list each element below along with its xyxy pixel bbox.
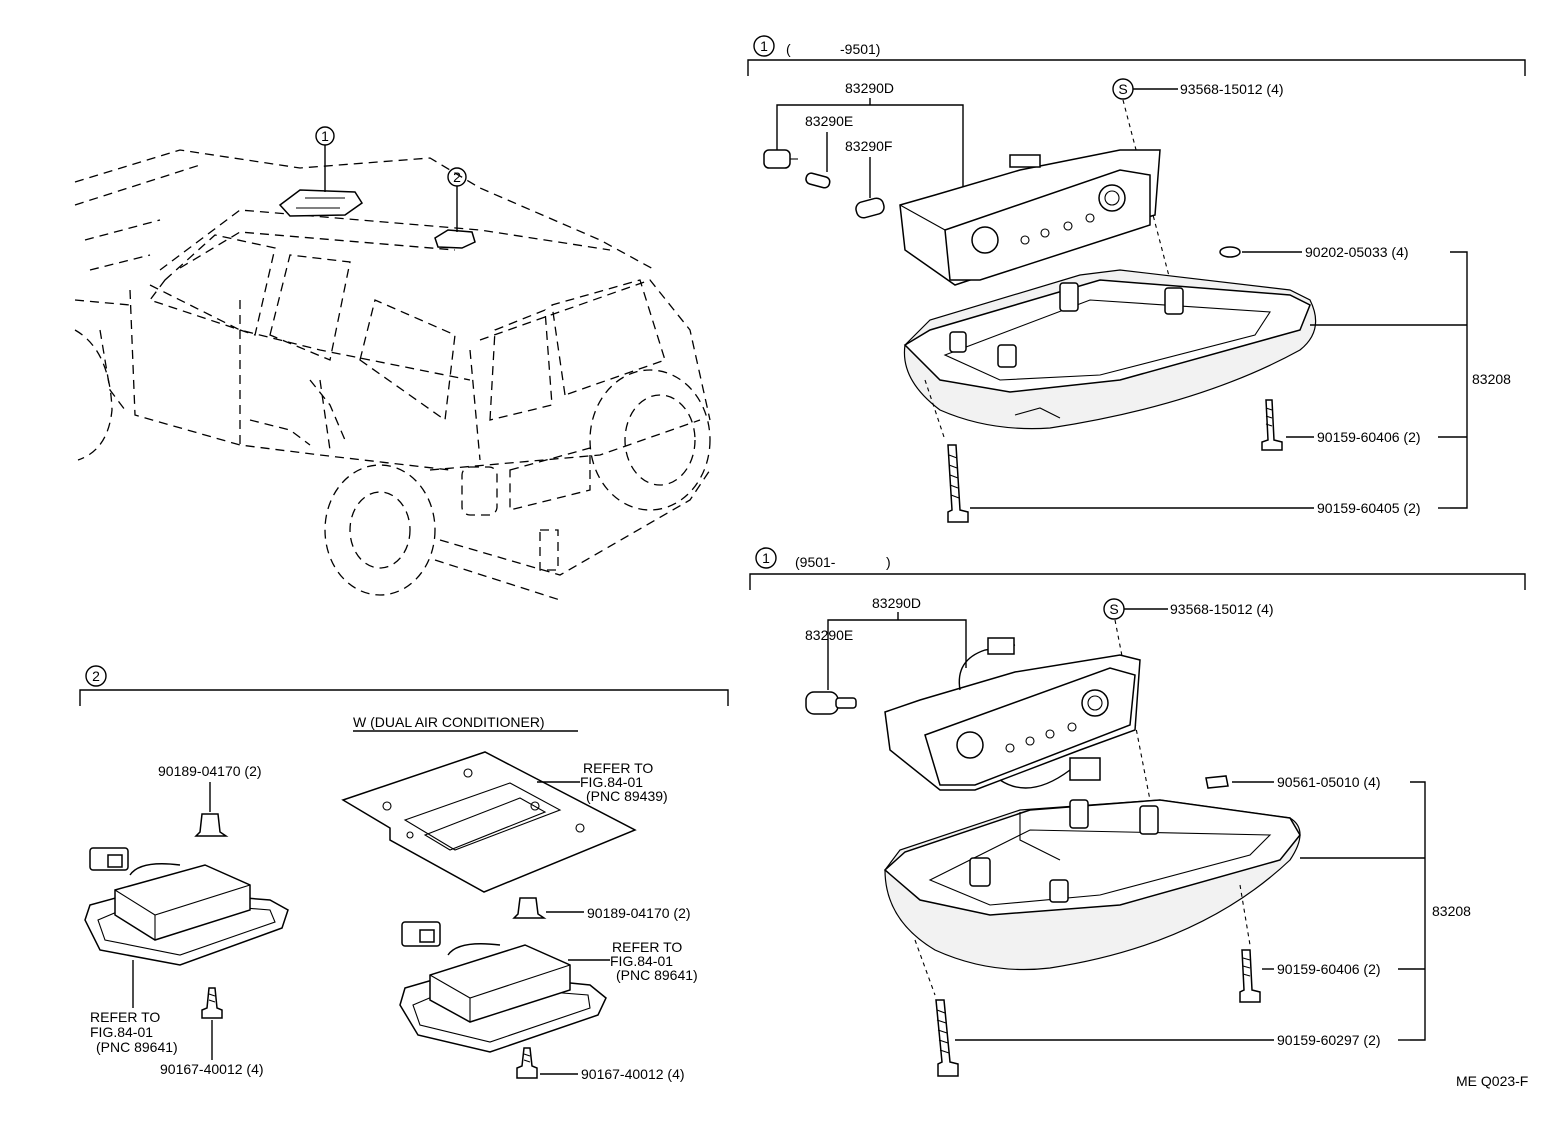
- label-bolt-long-b: 90159-60297 (2): [1277, 1032, 1381, 1048]
- section-1b-later-model: 1 (9501- ) 83290D 83290E S 93568-15012 (…: [749, 547, 1528, 1089]
- label-screw-a: 93568-15012 (4): [1180, 81, 1284, 97]
- s-marker-b: S: [1109, 601, 1118, 617]
- bulb-83290e-a: [805, 172, 831, 189]
- bolt-long-a: [947, 444, 969, 523]
- car-callout-2: 2: [453, 169, 461, 185]
- label-screw-left: 90167-40012 (4): [160, 1061, 264, 1077]
- ref-plate-line-2: FIG.84-01: [580, 774, 643, 790]
- label-assy-b: 83208: [1432, 903, 1471, 919]
- vehicle-illustration: 1 2: [74, 126, 711, 601]
- label-83290e-a: 83290E: [805, 113, 853, 129]
- ref-plate-line-1: REFER TO: [583, 760, 653, 776]
- screw-left: [201, 987, 223, 1019]
- label-clip-left: 90189-04170 (2): [158, 763, 262, 779]
- label-bolt-long-a: 90159-60405 (2): [1317, 500, 1421, 516]
- nut-b: [1205, 775, 1229, 789]
- switch-module-b: [884, 637, 1141, 791]
- ref-right-line-1: REFER TO: [612, 939, 682, 955]
- switch-module-a: [899, 149, 1161, 286]
- bolt-small-a: [1261, 399, 1283, 451]
- label-bolt-small-b: 90159-60406 (2): [1277, 961, 1381, 977]
- section-1a-number: 1: [760, 38, 768, 54]
- ref-right-line-3: (PNC 89641): [616, 967, 698, 983]
- screw-right: [516, 1047, 538, 1079]
- section-1a-range-end: -9501): [840, 41, 880, 57]
- bolt-long-b: [935, 999, 959, 1077]
- mounting-plate: [341, 751, 637, 893]
- lamp-left: [84, 847, 289, 966]
- label-83290f-a: 83290F: [845, 138, 892, 154]
- label-83290d-a: 83290D: [845, 80, 894, 96]
- nut-a: [1219, 246, 1241, 258]
- bulb-83290e-b: [805, 691, 857, 715]
- s-marker-a: S: [1118, 81, 1127, 97]
- section-1b-number: 1: [762, 550, 770, 566]
- label-clip-right: 90189-04170 (2): [587, 905, 691, 921]
- section-1b-range-start: (9501-: [795, 554, 836, 570]
- label-bolt-small-a: 90159-60406 (2): [1317, 429, 1421, 445]
- bulb-83290d-a: [763, 149, 798, 169]
- section-1a-early-model: 1 ( -9501) 83290D 83290E 83290F S 93568-…: [747, 35, 1526, 523]
- ref-left-line-2: FIG.84-01: [90, 1024, 153, 1040]
- bolt-small-b: [1239, 949, 1261, 1003]
- label-screw-b: 93568-15012 (4): [1170, 601, 1274, 617]
- label-83290e-b: 83290E: [805, 627, 853, 643]
- section-2-number: 2: [92, 668, 100, 684]
- clip-right: [512, 897, 547, 919]
- label-nut-b: 90561-05010 (4): [1277, 774, 1381, 790]
- housing-83208-a: [903, 269, 1317, 430]
- diagram-code: ME Q023-F: [1456, 1073, 1528, 1089]
- lamp-right: [399, 921, 607, 1053]
- label-nut-a: 90202-05033 (4): [1305, 244, 1409, 260]
- section-2-note: W (DUAL AIR CONDITIONER): [353, 714, 545, 730]
- clip-left: [194, 813, 229, 837]
- ref-plate-line-3: (PNC 89439): [586, 788, 668, 804]
- housing-83208-b: [883, 799, 1301, 971]
- section-1b-range-close: ): [886, 554, 891, 570]
- ref-left-line-3: (PNC 89641): [96, 1039, 178, 1055]
- label-assy-a: 83208: [1472, 371, 1511, 387]
- bulb-83290f-a: [855, 197, 885, 219]
- section-2-rear-lamp: 2 W (DUAL AIR CONDITIONER) 90189-04170 (…: [79, 665, 729, 1082]
- ref-right-line-2: FIG.84-01: [610, 953, 673, 969]
- label-screw-right: 90167-40012 (4): [581, 1066, 685, 1082]
- section-1a-range-open: (: [786, 41, 791, 57]
- car-callout-1: 1: [321, 128, 329, 144]
- label-83290d-b: 83290D: [872, 595, 921, 611]
- ref-left-line-1: REFER TO: [90, 1009, 160, 1025]
